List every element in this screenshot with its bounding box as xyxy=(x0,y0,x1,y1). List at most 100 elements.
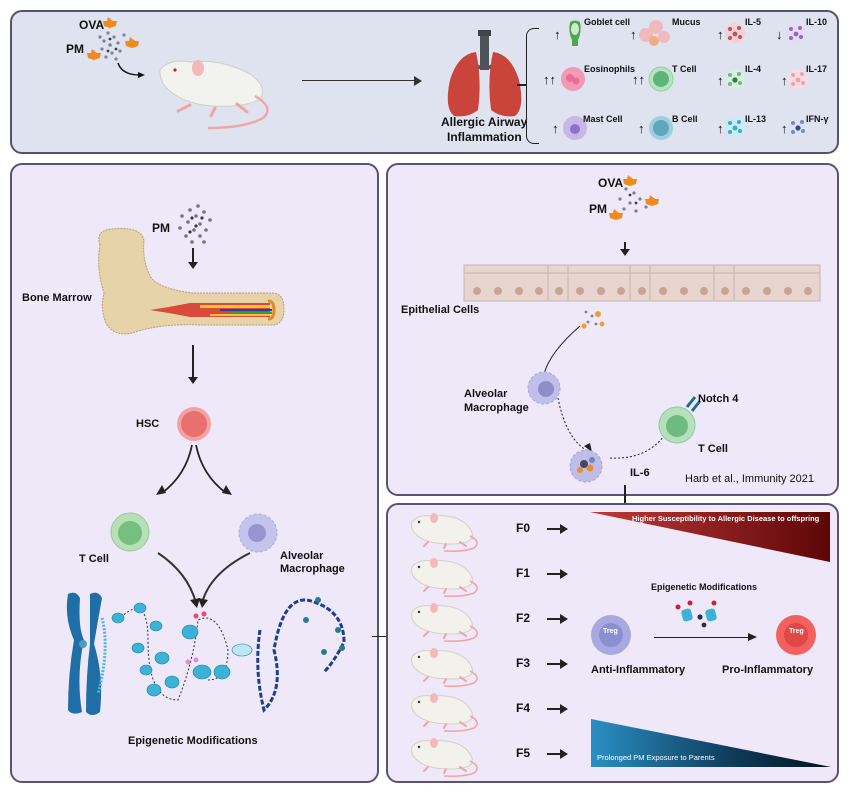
arrow-line xyxy=(624,242,626,250)
arrow-head-icon xyxy=(560,569,568,579)
macrophage-label-1: Alveolar xyxy=(464,388,508,400)
direction-arrow: ↑ xyxy=(554,27,561,42)
generation-label: F5 xyxy=(516,746,531,760)
cytokine-il5-icon xyxy=(725,23,745,43)
direction-arrow: ↑ xyxy=(552,121,559,136)
pm-label: PM xyxy=(152,221,170,235)
notch4-label: Notch 4 xyxy=(698,393,739,405)
b-cell-icon xyxy=(649,116,673,140)
mouse-icon xyxy=(411,558,478,597)
epithelial-cells-icon xyxy=(463,264,821,302)
direction-arrow: ↑ xyxy=(781,121,788,136)
bone-marrow-icon xyxy=(98,228,285,335)
ova-pm-particles-icon xyxy=(87,17,145,78)
arrow-head-icon xyxy=(414,76,422,86)
treg-label-anti: Treg xyxy=(603,628,618,635)
citation: Harb et al., Immunity 2021 xyxy=(685,473,815,485)
chromatin-epigenetics-icon xyxy=(66,592,346,715)
generation-label: F3 xyxy=(516,656,531,670)
direction-arrow: ↑↑ xyxy=(632,72,645,87)
arrow-head-icon xyxy=(560,614,568,624)
mouse-icon xyxy=(411,738,478,777)
arrow-head-icon xyxy=(560,749,568,759)
effect-label: IL-10 xyxy=(806,17,828,27)
effect-label: IFN-γ xyxy=(806,114,829,124)
treg-anti-inflammatory-icon xyxy=(591,615,631,655)
allergic-airway-label-1: Allergic Airway xyxy=(441,115,528,129)
arrow-head-icon xyxy=(188,377,198,384)
arrow-head-icon xyxy=(748,633,757,641)
pm-fragment-icon xyxy=(581,310,605,329)
generation-arrow xyxy=(547,708,561,710)
arrow-head-icon xyxy=(188,262,198,269)
direction-arrow: ↑ xyxy=(630,27,637,42)
arrow-head-icon xyxy=(560,704,568,714)
effect-label: IL-4 xyxy=(745,64,762,74)
eosinophil-icon xyxy=(561,67,585,91)
t-cell-label: T Cell xyxy=(698,443,728,455)
pro-inflammatory-label: Pro-Inflammatory xyxy=(722,664,814,676)
pm-particles-icon xyxy=(178,204,212,244)
mucus-icon xyxy=(639,20,670,46)
mouse-icon xyxy=(159,60,269,130)
hsc-cell-icon xyxy=(177,407,211,441)
pm-label: PM xyxy=(589,202,607,216)
epigenetic-mod-label: Epigenetic Modifications xyxy=(651,582,758,592)
mast-cell-icon xyxy=(563,116,587,140)
effects-bracket xyxy=(526,28,539,144)
hsc-label: HSC xyxy=(136,418,160,430)
cytokine-il10-icon xyxy=(786,23,806,43)
exposure-label: Prolonged PM Exposure to Parents xyxy=(597,753,715,762)
anti-inflammatory-label: Anti-Inflammatory xyxy=(591,664,686,676)
treg-pro-inflammatory-icon xyxy=(776,615,816,655)
treg-label-pro: Treg xyxy=(789,628,804,635)
effect-label: T Cell xyxy=(672,64,697,74)
alveolar-macrophage-icon xyxy=(238,513,278,553)
exposure-overview-panel xyxy=(10,10,839,154)
generation-arrow xyxy=(547,573,561,575)
ova-label: OVA xyxy=(598,176,624,190)
effect-label: IL-5 xyxy=(745,17,762,27)
pm-label: PM xyxy=(66,42,84,56)
arrow-line xyxy=(192,345,194,379)
generation-label: F4 xyxy=(516,701,531,715)
split-arrows xyxy=(156,444,232,495)
bracket-stem xyxy=(517,84,526,86)
effect-label: Mast Cell xyxy=(583,114,623,124)
arrow-line xyxy=(372,636,396,637)
direction-arrow: ↑ xyxy=(717,27,724,42)
mouse-icon xyxy=(411,693,478,732)
arrow-line xyxy=(192,248,194,264)
direction-arrow: ↑ xyxy=(638,121,645,136)
direction-arrow: ↑ xyxy=(717,121,724,136)
effect-label: Goblet cell xyxy=(584,17,631,27)
macrophage-label-2: Macrophage xyxy=(464,402,529,414)
cytokine-il4-icon xyxy=(725,69,745,89)
generation-label: F2 xyxy=(516,611,531,625)
il6-label: IL-6 xyxy=(630,467,650,479)
alveolar-macrophage-icon xyxy=(527,371,561,405)
cytokine-ifn-gamma-icon xyxy=(788,117,808,137)
generation-arrow xyxy=(547,528,561,530)
direction-arrow: ↑ xyxy=(717,73,724,88)
goblet-cell-icon xyxy=(569,20,581,46)
ova-pm-particles-icon xyxy=(609,175,659,220)
lungs-icon xyxy=(447,30,522,117)
effect-label: IL-13 xyxy=(745,114,767,124)
generation-arrow xyxy=(547,753,561,755)
effect-label: Mucus xyxy=(672,17,701,27)
arrow-head-icon xyxy=(560,524,568,534)
mouse-icon xyxy=(411,648,478,687)
effect-label: IL-17 xyxy=(806,64,828,74)
arrow-head-icon xyxy=(620,249,630,256)
t-cell-icon xyxy=(648,66,674,92)
activated-macrophage-icon xyxy=(569,449,603,483)
cytokine-il13-icon xyxy=(725,117,745,137)
conversion-arrow xyxy=(654,637,750,638)
generation-arrow xyxy=(547,618,561,620)
arrow-line xyxy=(624,485,626,507)
generation-arrow xyxy=(547,663,561,665)
allergic-airway-label-2: Inflammation xyxy=(447,130,522,144)
effect-label: B Cell xyxy=(672,114,698,124)
direction-arrow: ↑↑ xyxy=(543,72,556,87)
